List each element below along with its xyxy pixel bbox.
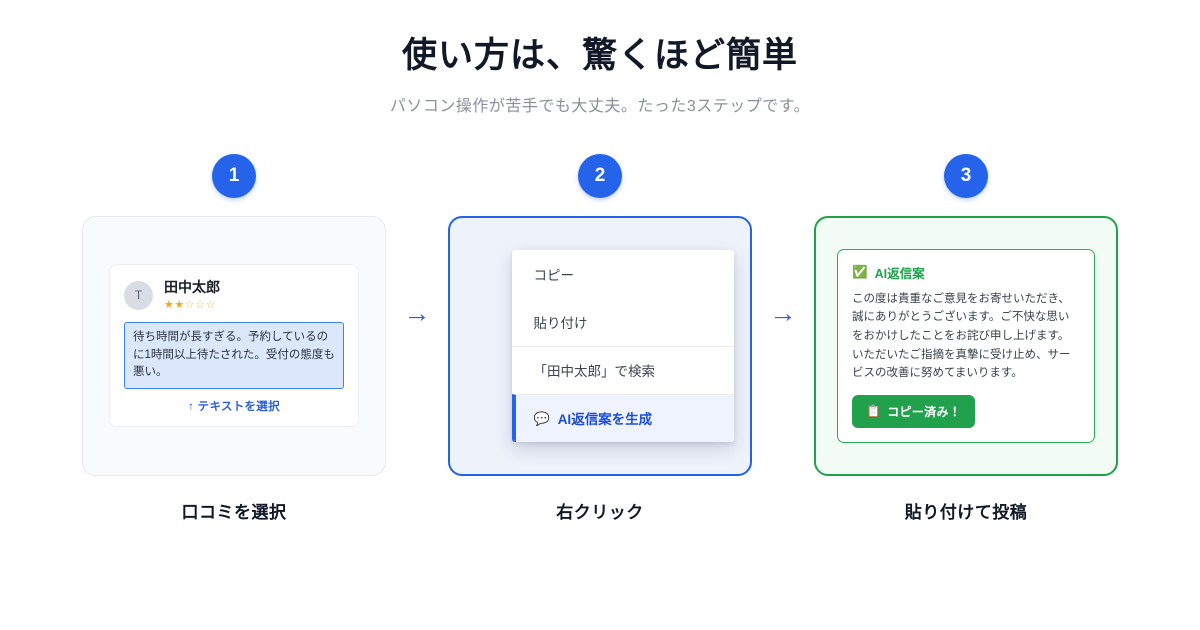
step-3-badge: 3 [944,153,988,198]
context-menu-item-generate-ai-reply[interactable]: 💬 AI返信案を生成 [511,393,734,442]
review-header: T 田中太郎 ★★☆☆☆ [124,279,344,311]
clipboard-icon: 📋 [866,404,882,419]
check-mark-icon: ✅ [852,264,868,279]
arrow-step2-to-step3: → [769,297,797,328]
context-menu-item-generate-ai-reply-label: AI返信案を生成 [557,412,653,428]
step-2-badge: 2 [578,153,622,198]
context-menu-item-paste-label: 貼り付け [533,315,588,331]
step-2-label: 右クリック [556,502,644,522]
ai-reply-card: ✅ AI返信案 この度は貴重なご意見をお寄せいただき、誠にありがとうございます。… [837,248,1095,443]
steps-row: 1 T 田中太郎 ★★☆☆☆ 待ち時間が長すぎる。予約しているのに1時間以上待た… [0,153,1200,523]
speech-balloon-icon: 💬 [533,410,550,426]
review-card: T 田中太郎 ★★☆☆☆ 待ち時間が長すぎる。予約しているのに1時間以上待たされ… [109,264,359,428]
context-menu-item-copy-label: コピー [533,267,575,283]
step-3-label: 貼り付けて投稿 [904,502,1028,522]
reviewer-name: 田中太郎 [164,279,220,296]
page-header: 使い方は、驚くほど簡単 パソコン操作が苦手でも大丈夫。たった3ステップです。 [0,34,1200,116]
ai-reply-heading: AI返信案 [874,266,925,281]
step-3: 3 ✅ AI返信案 この度は貴重なご意見をお寄せいただき、誠にありがとうございま… [814,153,1118,523]
context-menu-item-paste[interactable]: 貼り付け [512,298,734,346]
avatar: T [124,280,153,310]
arrow-step1-to-step2: → [403,297,431,328]
step-1: 1 T 田中太郎 ★★☆☆☆ 待ち時間が長すぎる。予約しているのに1時間以上待た… [82,153,386,523]
context-menu-item-copy[interactable]: コピー [512,250,734,298]
star-empty-icon: ☆☆☆ [184,298,216,311]
ai-reply-header: ✅ AI返信案 [852,263,1080,282]
star-rating: ★★☆☆☆ [164,298,216,311]
context-menu: コピー 貼り付け 「田中太郎」で検索 💬 AI返信案を生成 [511,249,734,442]
step-1-card: T 田中太郎 ★★☆☆☆ 待ち時間が長すぎる。予約しているのに1時間以上待たされ… [82,215,386,476]
ai-reply-body: この度は貴重なご意見をお寄せいただき、誠にありがとうございます。ご不快な思いをお… [852,292,1071,380]
selected-review-text[interactable]: 待ち時間が長すぎる。予約しているのに1時間以上待たされた。受付の態度も悪い。 [124,321,344,390]
page-title: 使い方は、驚くほど簡単 [401,36,798,75]
copy-done-button-label: コピー済み！ [887,404,962,419]
step-2-card: コピー 貼り付け 「田中太郎」で検索 💬 AI返信案を生成 [448,215,752,476]
context-menu-item-search[interactable]: 「田中太郎」で検索 [511,345,734,394]
step-1-label: 口コミを選択 [181,502,287,522]
context-menu-item-search-label: 「田中太郎」で検索 [533,364,656,380]
step-3-card: ✅ AI返信案 この度は貴重なご意見をお寄せいただき、誠にありがとうございます。… [814,215,1118,476]
copy-done-button[interactable]: 📋 コピー済み！ [852,394,976,428]
reviewer-info: 田中太郎 ★★☆☆☆ [164,279,220,311]
step-2: 2 コピー 貼り付け 「田中太郎」で検索 💬 AI返信案を生成 [448,153,752,523]
page-subtitle: パソコン操作が苦手でも大丈夫。たった3ステップです。 [389,97,811,115]
select-text-hint: ↑ テキストを選択 [188,401,280,414]
step-1-badge: 1 [212,153,256,198]
